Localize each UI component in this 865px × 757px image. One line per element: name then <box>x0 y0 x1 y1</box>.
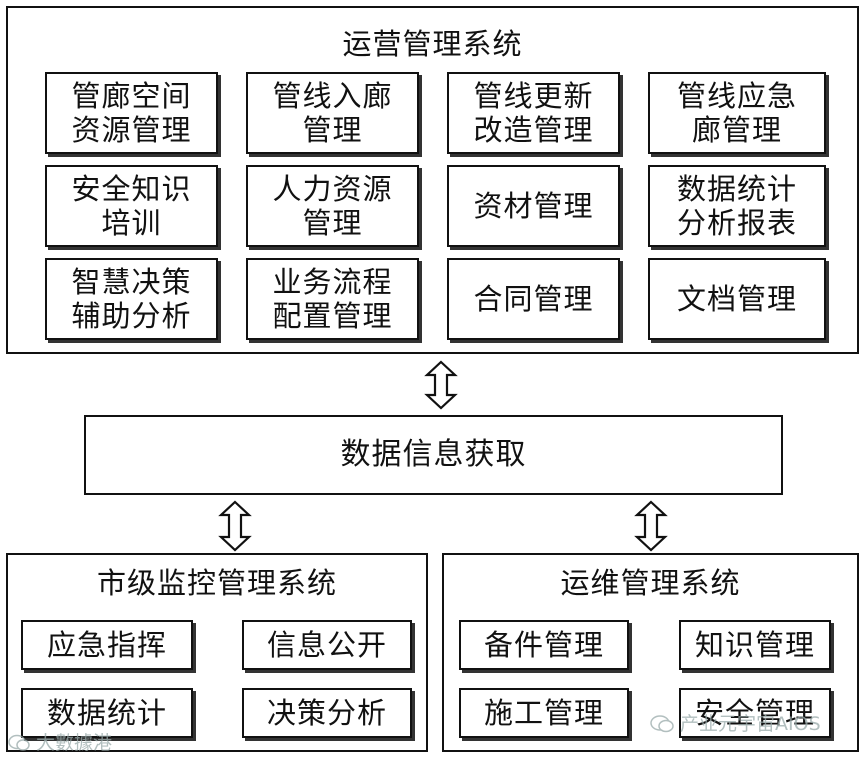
module-label: 管线入廊 管理 <box>272 78 393 147</box>
module-smart-decision: 智慧决策 辅助分析 <box>45 258 218 340</box>
maint-system-title: 运维管理系统 <box>560 566 741 600</box>
module-materials: 资材管理 <box>447 165 620 247</box>
module-label: 数据统计 <box>46 695 167 730</box>
module-pipeline-entry: 管线入廊 管理 <box>246 72 419 154</box>
module-label: 合同管理 <box>473 281 594 316</box>
module-label: 施工管理 <box>483 695 604 730</box>
double-arrow-icon <box>634 500 668 552</box>
module-data-statistics: 数据统计 <box>21 688 193 738</box>
module-label: 业务流程 配置管理 <box>272 264 393 333</box>
double-arrow-icon <box>218 500 252 552</box>
module-label: 信息公开 <box>266 627 387 662</box>
city-monitoring-panel: 市级监控管理系统 应急指挥 信息公开 数据统计 决策分析 <box>6 553 428 752</box>
module-label: 管线更新 改造管理 <box>473 78 594 147</box>
module-label: 智慧决策 辅助分析 <box>71 264 192 333</box>
module-construction: 施工管理 <box>459 688 629 738</box>
module-pipeline-emergency: 管线应急 廊管理 <box>648 72 826 154</box>
wechat-icon <box>8 734 30 751</box>
ops-system-panel: 运营管理系统 管廊空间 资源管理 管线入廊 管理 管线更新 改造管理 管线应急 … <box>6 6 859 354</box>
module-label: 决策分析 <box>266 695 387 730</box>
module-decision-analysis: 决策分析 <box>242 688 412 738</box>
module-emergency-command: 应急指挥 <box>21 620 193 670</box>
module-label: 资材管理 <box>473 188 594 223</box>
module-label: 安全管理 <box>694 695 815 730</box>
watermark-left: 大數據港 <box>8 728 112 755</box>
module-human-resource: 人力资源 管理 <box>246 165 419 247</box>
module-statistics-report: 数据统计 分析报表 <box>648 165 826 247</box>
maintenance-panel: 运维管理系统 备件管理 知识管理 施工管理 安全管理 <box>442 553 859 752</box>
module-safety: 安全管理 <box>679 688 831 738</box>
module-safety-training: 安全知识 培训 <box>45 165 218 247</box>
module-info-disclosure: 信息公开 <box>242 620 412 670</box>
module-label: 人力资源 管理 <box>272 171 393 240</box>
data-acquisition-box: 数据信息获取 <box>84 415 783 495</box>
city-system-title: 市级监控管理系统 <box>96 566 337 600</box>
module-label: 管线应急 廊管理 <box>676 78 797 147</box>
module-pipeline-renewal: 管线更新 改造管理 <box>447 72 620 154</box>
double-arrow-icon <box>424 360 458 410</box>
module-spare-parts: 备件管理 <box>459 620 629 670</box>
module-label: 备件管理 <box>483 627 604 662</box>
module-contract: 合同管理 <box>447 258 620 340</box>
watermark-right-text: 产业元宇宙AIOS <box>680 713 821 735</box>
module-space-resource: 管廊空间 资源管理 <box>45 72 218 154</box>
module-label: 数据统计 分析报表 <box>676 171 797 240</box>
module-label: 知识管理 <box>694 627 815 662</box>
module-label: 应急指挥 <box>46 627 167 662</box>
module-document: 文档管理 <box>648 258 826 340</box>
watermark-right: 产业元宇宙AIOS <box>650 709 821 736</box>
data-acquisition-label: 数据信息获取 <box>340 437 527 473</box>
module-workflow-config: 业务流程 配置管理 <box>246 258 419 340</box>
module-label: 文档管理 <box>676 281 797 316</box>
module-label: 安全知识 培训 <box>71 171 192 240</box>
module-knowledge: 知识管理 <box>679 620 831 670</box>
watermark-left-text: 大數據港 <box>36 732 113 754</box>
module-label: 管廊空间 资源管理 <box>71 78 192 147</box>
wechat-icon <box>650 715 674 733</box>
ops-system-title: 运营管理系统 <box>342 27 523 61</box>
